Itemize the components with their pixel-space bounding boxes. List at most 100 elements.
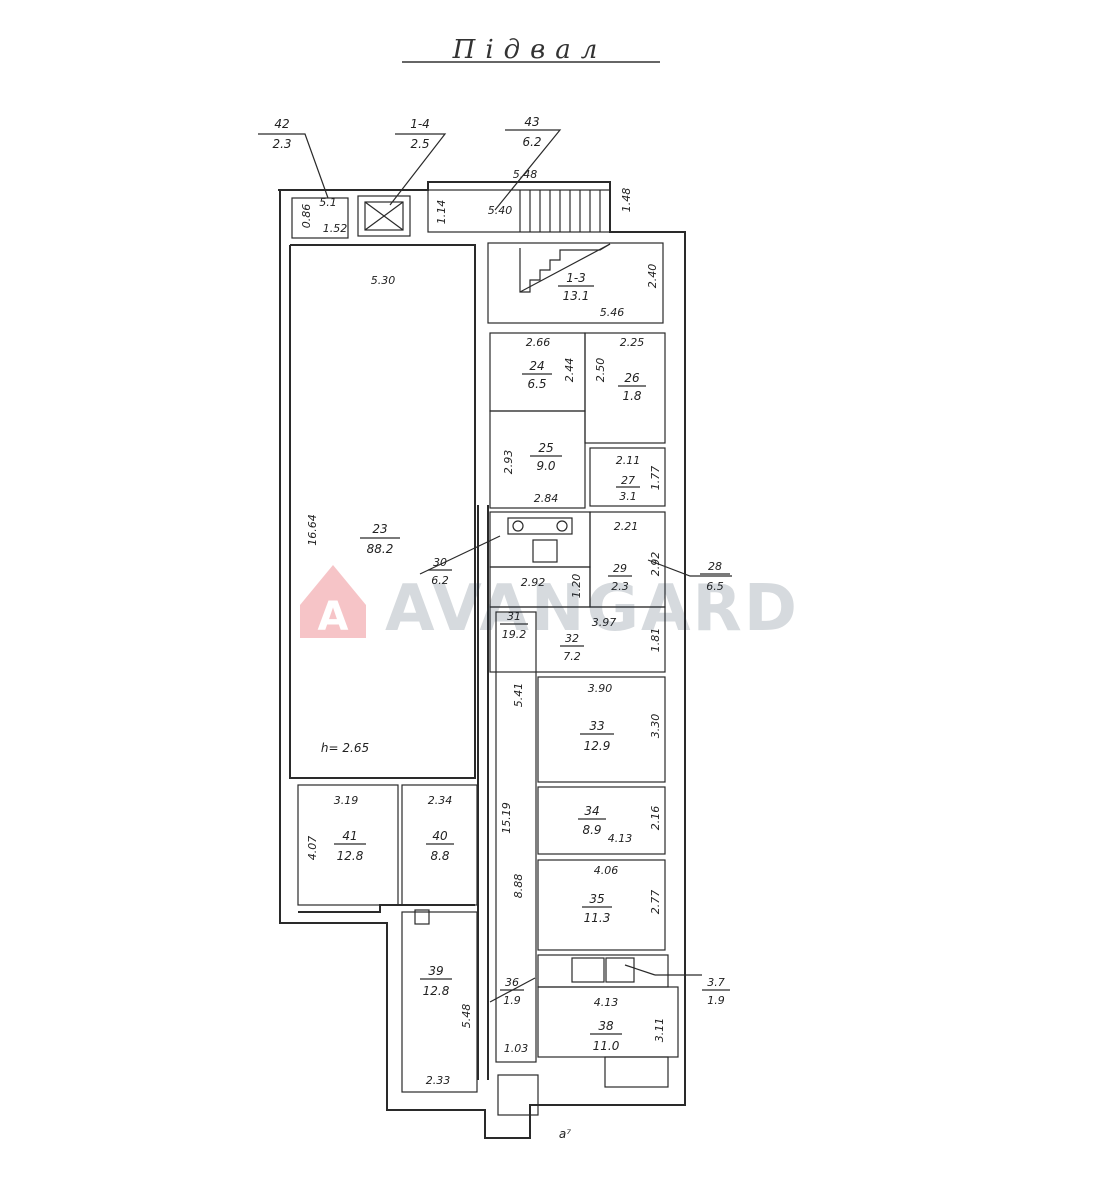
- dim-label: 3.19: [334, 794, 359, 807]
- dim-label: 4.13: [608, 832, 633, 845]
- dim-label: 5.1: [319, 196, 337, 209]
- room-area: 6.2: [522, 135, 541, 149]
- room-number: 43: [524, 115, 539, 129]
- dim-label: 2.21: [614, 520, 639, 533]
- dim-label: 5.48: [513, 168, 538, 181]
- room-area: 8.8: [430, 849, 449, 863]
- dim-label: 2.66: [526, 336, 551, 349]
- room-area: 1.9: [707, 994, 725, 1007]
- room-label-34: 348.9: [578, 804, 606, 837]
- stairs-43: [519, 190, 601, 232]
- room-area: 11.3: [584, 911, 611, 925]
- dim-label: 5.46: [600, 306, 625, 319]
- dim-label: 1.77: [649, 466, 662, 491]
- dim-label: 4.07: [306, 836, 319, 861]
- room-number: 28: [708, 560, 722, 573]
- room-number: 32: [565, 632, 579, 645]
- dim-label: 1.81: [649, 628, 662, 653]
- room-label-31: 31 19.2: [500, 610, 528, 641]
- room-number: 35: [589, 892, 604, 906]
- room-label-33: 33 12.9: [580, 719, 614, 753]
- room-area: 6.2: [431, 574, 449, 587]
- room-number: 33: [589, 719, 604, 733]
- room-label-42: 422.3: [272, 117, 291, 151]
- room-label-29: 292.3: [608, 562, 632, 593]
- room-number: 39: [428, 964, 443, 978]
- room-number: 27: [621, 474, 635, 487]
- watermark-text: AVANGARD: [385, 572, 799, 646]
- dim-label: 5.30: [371, 274, 396, 287]
- room-label-30: 306.2: [428, 556, 452, 587]
- room-number: 1-3: [566, 271, 586, 285]
- room-area: 6.5: [527, 377, 546, 391]
- room-number: 41: [342, 829, 357, 843]
- room-area: 8.9: [582, 823, 601, 837]
- dim-label: 1.52: [323, 222, 348, 235]
- room-number: 29: [613, 562, 627, 575]
- outer-walls: [278, 181, 686, 1139]
- dim-label: 2.40: [646, 264, 659, 289]
- dim-label: 8.88: [512, 874, 525, 899]
- dim-label: 2.44: [563, 358, 576, 383]
- room-area: 1.8: [622, 389, 641, 403]
- room-label-37: 3.71.9: [702, 976, 730, 1007]
- dim-label: 5.41: [512, 683, 525, 708]
- dim-label: 2.33: [426, 1074, 451, 1087]
- dim-label: 2.93: [502, 450, 515, 475]
- dim-label: 5.48: [460, 1004, 473, 1029]
- dim-label: 2.16: [649, 806, 662, 831]
- dim-label: 2.92: [521, 576, 546, 589]
- room-area: 12.9: [584, 739, 611, 753]
- room-label-36: 361.9: [500, 976, 524, 1007]
- room-number: 1-4: [410, 117, 430, 131]
- room-label-28: 286.5: [700, 560, 730, 593]
- dim-label: 3.11: [653, 1018, 666, 1043]
- room-label-41: 41 12.8: [334, 829, 366, 863]
- room-area: 2.3: [611, 580, 629, 593]
- room-label-35: 35 11.3: [582, 892, 612, 925]
- dim-label: 2.34: [428, 794, 453, 807]
- room-area: 12.8: [337, 849, 364, 863]
- dim-label: 3.30: [649, 714, 662, 739]
- dim-label: 2.84: [534, 492, 559, 505]
- dim-label: 0.86: [300, 204, 313, 229]
- dim-label: 3.90: [588, 682, 613, 695]
- room-area: 2.3: [272, 137, 291, 151]
- room-number: 38: [598, 1019, 614, 1033]
- room-number: 24: [529, 359, 544, 373]
- room-label-25: 259.0: [530, 441, 562, 473]
- room-area: 6.5: [706, 580, 724, 593]
- watermark: A AVANGARD: [300, 565, 799, 646]
- room-area: 2.5: [410, 137, 429, 151]
- room-label-32: 327.2: [560, 632, 584, 663]
- dim-label: 2.11: [616, 454, 641, 467]
- dim-label: 2.50: [594, 358, 607, 383]
- room-number: 31: [507, 610, 521, 623]
- room-label-24: 246.5: [522, 359, 552, 391]
- room-number: 30: [433, 556, 447, 569]
- room-area: 19.2: [502, 628, 527, 641]
- ceiling-height-label: h= 2.65: [321, 741, 369, 755]
- dim-label: 2.92: [649, 552, 662, 577]
- room-area: 12.8: [423, 984, 450, 998]
- room-number: 23: [372, 522, 387, 536]
- dim-label: 3.97: [592, 616, 617, 629]
- room-label-1-4: 1-42.5: [410, 117, 430, 151]
- dim-label: 1.03: [504, 1042, 529, 1055]
- marker-label: a⁷: [559, 1127, 571, 1141]
- dim-label: 1.14: [435, 200, 448, 225]
- room-number: 25: [538, 441, 553, 455]
- watermark-logo-icon: A: [300, 565, 366, 640]
- dim-label: 2.25: [620, 336, 645, 349]
- watermark-logo-letter: A: [318, 594, 349, 640]
- dim-label: 16.64: [306, 514, 319, 546]
- top-rooms: [291, 189, 611, 239]
- room-number: 40: [432, 829, 448, 843]
- room-area: 9.0: [536, 459, 555, 473]
- room-number: 34: [584, 804, 599, 818]
- room-area: 3.1: [619, 490, 637, 503]
- room-area: 11.0: [593, 1039, 620, 1053]
- room-number: 36: [505, 976, 519, 989]
